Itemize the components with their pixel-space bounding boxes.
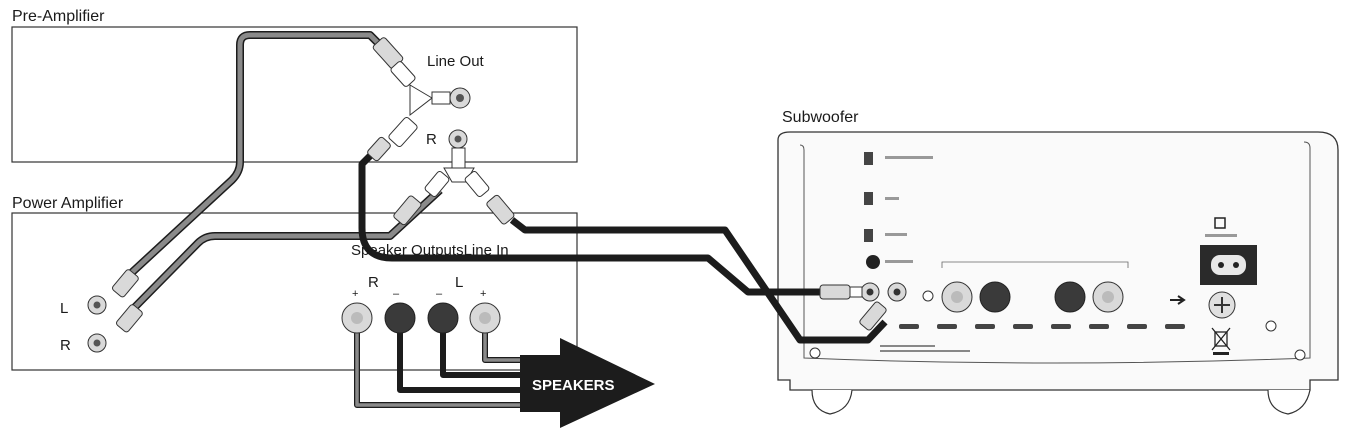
minus-left-label: –: [393, 288, 400, 300]
jack-center: [454, 135, 462, 143]
power-amplifier-panel: [11, 212, 578, 371]
sub-right-rca-plug: [859, 301, 887, 331]
line-out-splitter-top: [372, 37, 451, 117]
gray-cable-left-core: [126, 32, 382, 278]
plus-right-label: +: [480, 288, 486, 300]
knob-icon: [866, 255, 880, 269]
speaker-r-label: R: [368, 274, 379, 291]
amp-l-label: L: [60, 300, 68, 317]
printed-legend: [880, 350, 970, 352]
vent-slots: [899, 324, 1185, 329]
line-out-r-label: R: [426, 131, 437, 148]
speaker-terminal-r-minus: [384, 302, 416, 334]
power-amplifier-unit: Power Amplifier L R R L + – – +: [11, 195, 578, 371]
terminal-center: [951, 291, 963, 303]
black-cable-sub-left: [358, 147, 820, 296]
jack-center: [93, 339, 101, 347]
printed-legend: [1205, 234, 1237, 237]
r-splitter-y: [393, 147, 515, 226]
subwoofer-foot-left: [811, 389, 853, 415]
pre-amplifier-unit: Pre-Amplifier Line Out R: [11, 8, 578, 163]
switch-icon: [864, 152, 873, 165]
speaker-wire-r-plus-core: [355, 318, 560, 407]
subwoofer-label: Subwoofer: [782, 109, 859, 126]
speaker-level-bracket: [941, 261, 1129, 268]
screw-icons: [809, 290, 1306, 361]
printed-legend: [885, 197, 899, 200]
pre-amplifier-panel: [11, 26, 578, 163]
gray-cable-right-core: [130, 188, 442, 312]
socket-center: [866, 288, 874, 296]
speakers-arrow: [520, 338, 655, 428]
power-pin: [1233, 262, 1239, 268]
fuse-slot: [1214, 297, 1230, 313]
weee-bin-icon: [1211, 327, 1231, 355]
switch-icon: [864, 192, 873, 205]
jack-center: [456, 94, 464, 102]
speakers-label: SPEAKERS: [532, 377, 615, 394]
speaker-terminal-l-minus: [427, 302, 459, 334]
speaker-l-label: L: [455, 274, 463, 291]
power-amplifier-label: Power Amplifier: [12, 195, 124, 212]
plus-left-label: +: [352, 288, 358, 300]
minus-right-label: –: [436, 288, 443, 300]
terminal-center: [1102, 291, 1114, 303]
printed-legend: [885, 233, 907, 236]
speaker-outputs-line-in-label: Speaker OutputsLine In: [351, 242, 509, 259]
line-out-label: Line Out: [427, 53, 485, 70]
arrow-indicator-icon: [1170, 295, 1186, 305]
printed-legend: [885, 260, 913, 263]
sub-terminal-red: [979, 281, 1011, 313]
power-symbol-icon: [1214, 217, 1226, 229]
speaker-wire-r-minus: [397, 318, 560, 393]
amp-r-rca-plug: [116, 304, 143, 333]
terminal-center: [479, 312, 491, 324]
subwoofer-unit: Subwoofer: [777, 109, 1339, 415]
subwoofer-foot-right: [1267, 389, 1311, 415]
black-cable-sub-right: [509, 217, 888, 344]
line-out-splitter-left-lower: [367, 116, 418, 162]
subwoofer-inner-panel: [799, 141, 1311, 364]
jack-center: [93, 301, 101, 309]
power-inlet-socket: [1211, 255, 1246, 275]
printed-legend: [885, 156, 933, 159]
amp-r-label: R: [60, 337, 71, 354]
sub-terminal-red: [1054, 281, 1086, 313]
printed-legend: [880, 345, 935, 347]
switch-icon: [864, 229, 873, 242]
power-pin: [1218, 262, 1224, 268]
terminal-center: [351, 312, 363, 324]
socket-center: [893, 288, 901, 296]
amp-l-rca-plug: [112, 269, 139, 298]
sub-left-rca-plug: [819, 284, 863, 300]
pre-amplifier-label: Pre-Amplifier: [12, 8, 105, 25]
